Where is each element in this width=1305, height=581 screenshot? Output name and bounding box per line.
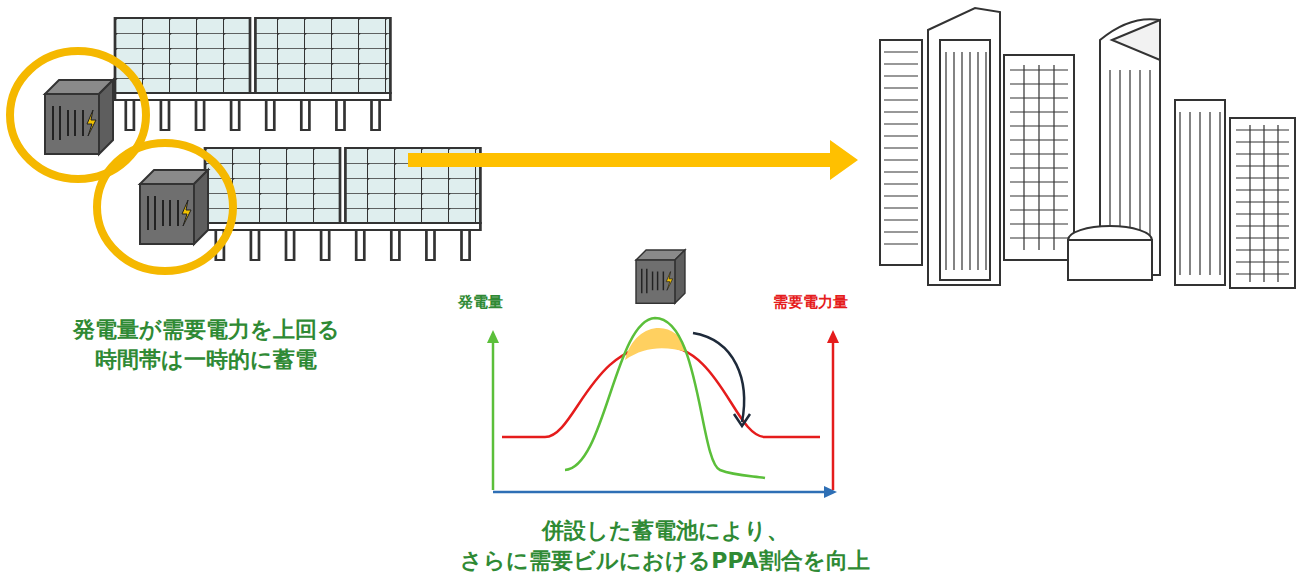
note-text: 発電量が需要電力を上回る 時間帯は一時的に蓄電 [61,315,351,374]
caption: 併設した蓄電池により、 さらに需要ビルにおけるPPA割合を向上 [430,516,900,575]
axis-label: 需要電力量 [773,292,848,312]
axis-label: 発電量 [458,292,503,312]
